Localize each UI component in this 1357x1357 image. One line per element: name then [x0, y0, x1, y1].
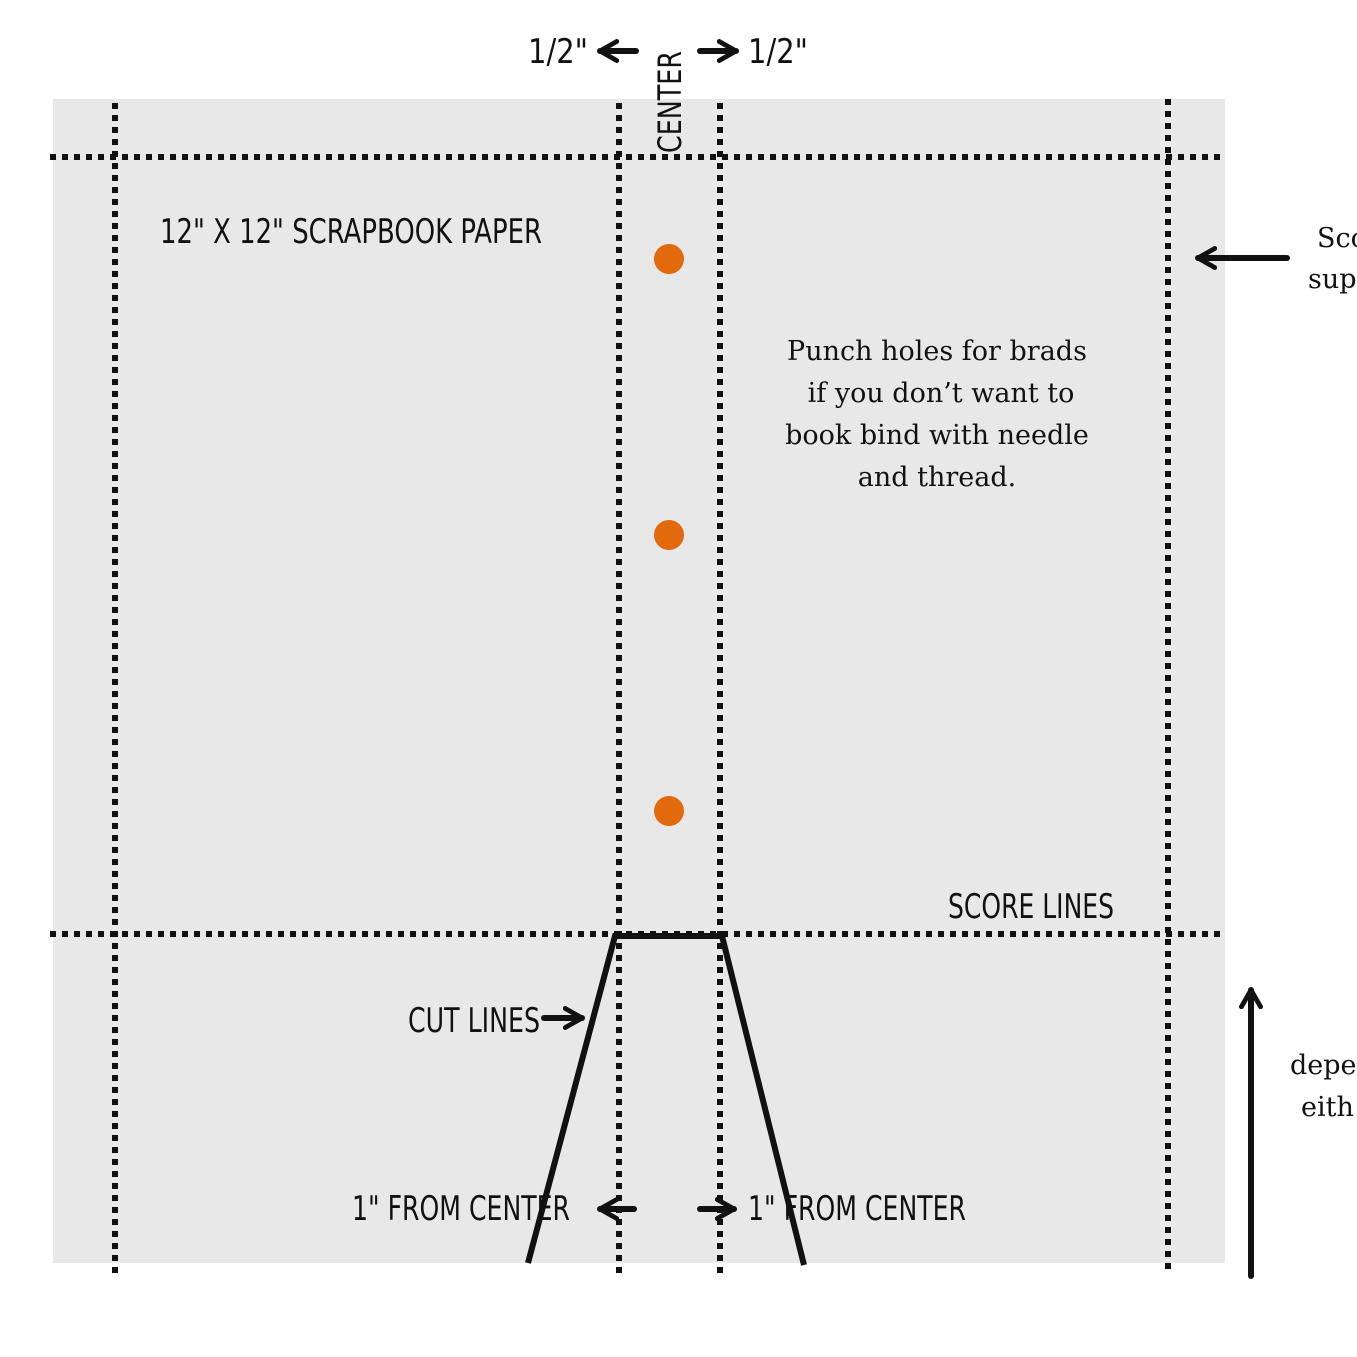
cut-line-trapezoid	[525, 933, 807, 1266]
punch-holes	[654, 244, 684, 826]
punch-holes-note: Punch holes for brads if you don’t want …	[785, 336, 1089, 493]
note-line: book bind with needle	[785, 420, 1089, 451]
scrapbook-paper-sheet	[53, 99, 1225, 1263]
cut-lines-label: CUT LINES	[408, 1001, 540, 1041]
side-note-line: sup	[1308, 264, 1357, 295]
side-note-line: eith	[1301, 1092, 1354, 1123]
side-note-line: Sco	[1317, 223, 1357, 254]
punch-hole	[654, 244, 684, 274]
score-lines-label: SCORE LINES	[948, 887, 1114, 927]
half-inch-left-label: 1/2"	[528, 32, 588, 72]
note-line: if you don’t want to	[808, 378, 1075, 409]
from-center-left-label: 1" FROM CENTER	[352, 1189, 570, 1229]
side-note-top-right: Sco sup	[1308, 223, 1357, 295]
score-lines-horizontal	[50, 154, 1225, 937]
paper-title: 12" X 12" SCRAPBOOK PAPER	[160, 212, 542, 252]
score-lines-vertical	[112, 99, 1171, 1278]
half-inch-right-label: 1/2"	[748, 32, 808, 72]
from-center-right-label: 1" FROM CENTER	[748, 1189, 966, 1229]
punch-hole	[654, 520, 684, 550]
center-label: CENTER	[651, 51, 689, 153]
note-line: Punch holes for brads	[787, 336, 1087, 367]
note-line: and thread.	[858, 462, 1016, 493]
side-note-bottom-right: depe eith	[1290, 1050, 1357, 1123]
arrows	[541, 39, 1290, 1279]
punch-hole	[654, 796, 684, 826]
side-note-line: depe	[1290, 1050, 1357, 1081]
cut-lines	[525, 933, 807, 1266]
